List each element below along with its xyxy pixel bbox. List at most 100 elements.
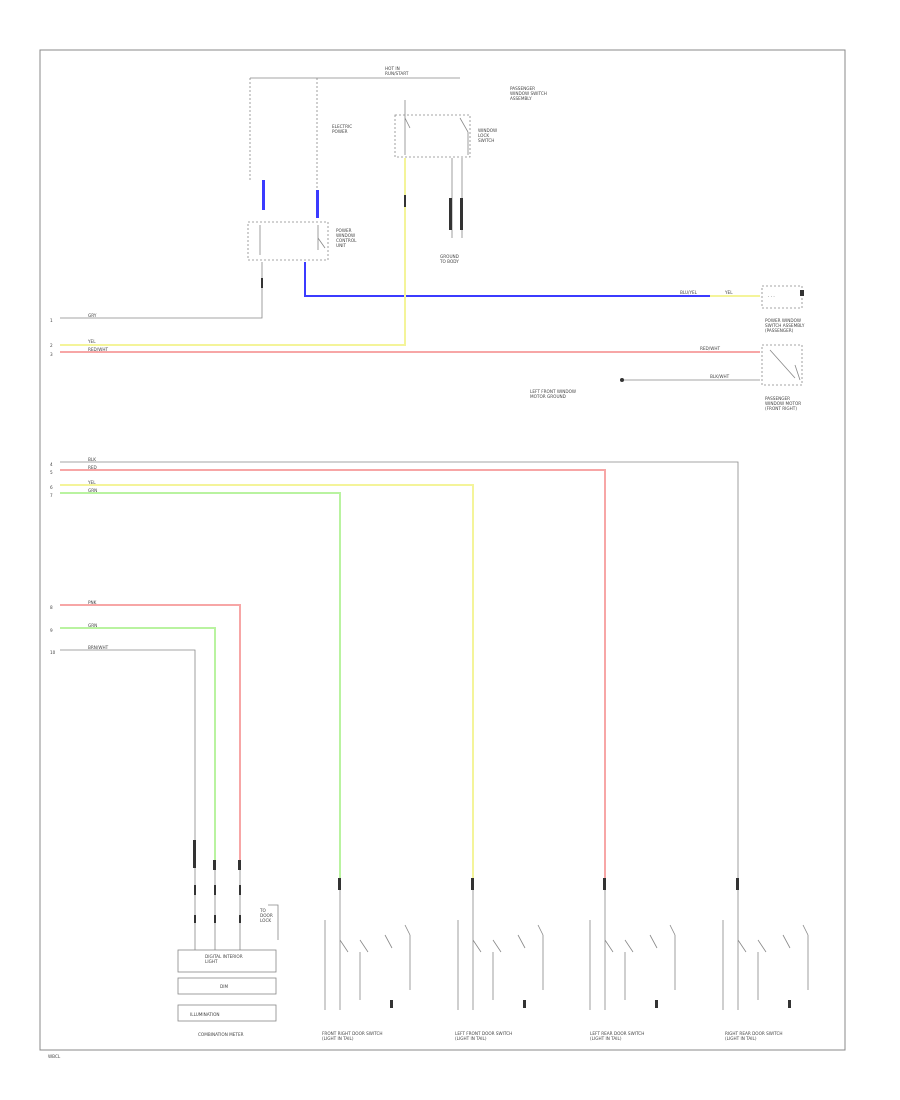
connector-pin (261, 278, 263, 288)
blue-wire-label: BLU/YEL (680, 290, 698, 295)
meter-connector-green (213, 860, 216, 870)
blue-connector-left (262, 180, 265, 210)
diagram-frame (39, 49, 846, 1051)
meter-input-wires (194, 868, 241, 950)
door-switch-contacts (722, 890, 809, 1010)
connector-pin (194, 885, 196, 895)
gray-wire-1 (60, 262, 263, 319)
connector-pin (338, 878, 341, 890)
door-switch-contacts (324, 890, 411, 1010)
right-switch-box (761, 285, 803, 309)
door-switch-ground (523, 1000, 526, 1008)
svg-text:GRN: GRN (88, 623, 97, 628)
door-switch-caption-3: LEFT REAR DOOR SWITCH(LIGHT IN TAIL) (590, 1031, 644, 1041)
door-switch-caption-2: LEFT FRONT DOOR SWITCH(LIGHT IN TAIL) (455, 1031, 512, 1041)
yellow-wire-6 (60, 484, 474, 880)
svg-text:BLK: BLK (88, 457, 96, 462)
control-module-box (247, 221, 329, 261)
blue-wire (304, 262, 710, 297)
svg-text:YEL: YEL (87, 339, 96, 344)
door-switch-caption-1: FRONT RIGHT DOOR SWITCH(LIGHT IN TAIL) (322, 1031, 383, 1041)
meter-box-mid (177, 977, 277, 995)
ground-connector-b (460, 198, 463, 230)
meter-side-bracket (268, 904, 279, 940)
control-module-contacts (259, 225, 326, 255)
svg-text:8: 8 (50, 605, 53, 610)
right-ground-point (620, 378, 624, 382)
meter-box-mid-label: DIM (220, 984, 228, 989)
connector-pin (404, 195, 406, 207)
blue-connector-mid (316, 190, 319, 218)
svg-text:4: 4 (50, 462, 53, 467)
right-motor-box (761, 344, 803, 386)
svg-text:6: 6 (50, 485, 53, 490)
green-wire-7 (60, 492, 341, 880)
right-motor-contacts (769, 349, 801, 381)
red-wire-5 (60, 469, 606, 880)
connector-pin (800, 290, 804, 296)
connector-pin (239, 885, 241, 895)
left-wire-labels-lower: 8 PNK 9 GRN 10 BRN/WHT (50, 600, 109, 655)
svg-text:PNK: PNK (88, 600, 97, 605)
meter-connector-pink (238, 860, 241, 870)
gray-wire-4 (60, 461, 739, 880)
svg-text:YEL: YEL (87, 480, 96, 485)
right-yellow-tag: YEL (724, 290, 733, 295)
meter-box-top (177, 949, 277, 973)
connector-pin (214, 915, 216, 923)
door-switch-group-2: LEFT FRONT DOOR SWITCH(LIGHT IN TAIL) (455, 878, 544, 1041)
door-switch-group-1: FRONT RIGHT DOOR SWITCH(LIGHT IN TAIL) (322, 878, 411, 1041)
svg-text:1: 1 (50, 318, 53, 323)
svg-text:9: 9 (50, 628, 53, 633)
left-wire-labels-middle: 4 BLK 5 RED 6 YEL 7 GRN (50, 457, 97, 498)
svg-text:3: 3 (50, 352, 53, 357)
svg-text:10: 10 (50, 650, 56, 655)
door-switch-ground (788, 1000, 791, 1008)
connector-pin (214, 885, 216, 895)
green-wire-9 (60, 627, 216, 865)
meter-box-bottom (177, 1004, 277, 1022)
svg-text:GRY: GRY (88, 313, 97, 318)
connector-pin (239, 915, 241, 923)
svg-text:BRN/WHT: BRN/WHT (88, 645, 109, 650)
svg-text:RED/WHT: RED/WHT (88, 347, 108, 352)
meter-box-bottom-label: ILLUMINATION (190, 1012, 220, 1017)
upper-switch-contacts (404, 100, 469, 155)
right-switch-dots: · · · (768, 294, 775, 299)
footer-code: WBCL (48, 1054, 61, 1059)
right-red-tag: RED/WHT (700, 346, 720, 351)
door-switch-group-3: LEFT REAR DOOR SWITCH(LIGHT IN TAIL) (589, 878, 676, 1041)
door-switch-ground (390, 1000, 393, 1008)
connector-pin (736, 878, 739, 890)
door-switch-group-4: RIGHT REAR DOOR SWITCH(LIGHT IN TAIL) (722, 878, 809, 1041)
connector-pin (603, 878, 606, 890)
svg-text:RED: RED (88, 465, 97, 470)
connector-pin (471, 878, 474, 890)
door-switch-ground (655, 1000, 658, 1008)
svg-text:7: 7 (50, 493, 53, 498)
meter-connector-brown (193, 840, 196, 868)
door-switch-contacts (457, 890, 544, 1010)
yellow-wire-2 (60, 158, 406, 346)
pink-wire-8 (60, 604, 241, 865)
svg-text:GRN: GRN (88, 488, 97, 493)
right-gray-tag: BLK/WHT (710, 374, 730, 379)
door-switch-caption-4: RIGHT REAR DOOR SWITCH(LIGHT IN TAIL) (725, 1031, 783, 1041)
connector-pin (194, 915, 196, 923)
svg-text:5: 5 (50, 470, 53, 475)
left-wire-labels-top: 1 GRY 2 YEL 3 RED/WHT (50, 313, 108, 357)
upper-switch-box (394, 114, 471, 158)
door-switch-contacts (589, 890, 676, 1010)
